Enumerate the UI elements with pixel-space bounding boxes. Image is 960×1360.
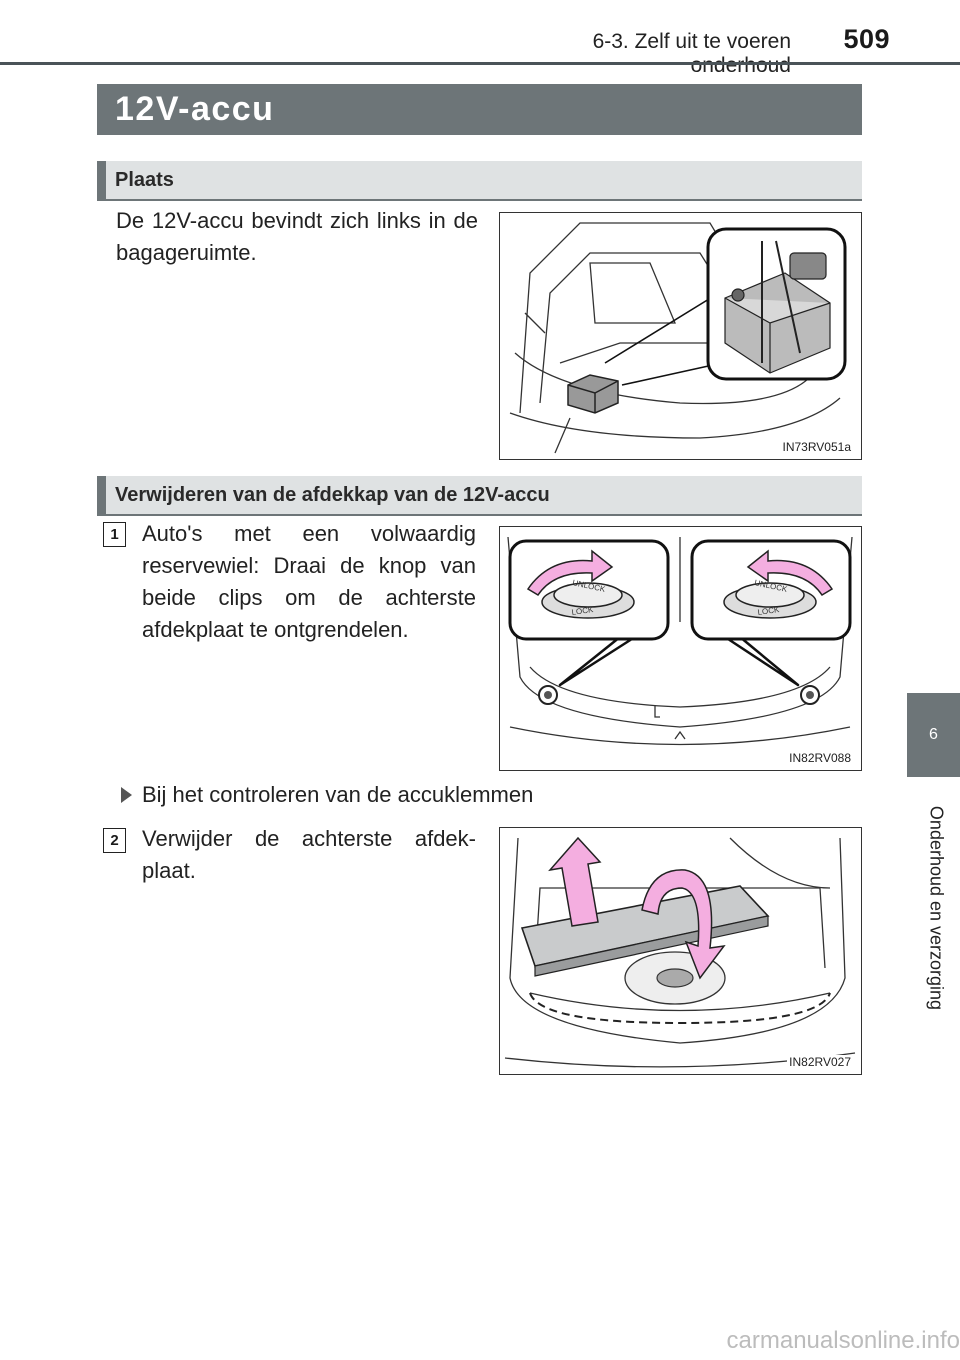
section-heading-text: Verwijderen van de afdekkap van de 12V-a…	[115, 484, 550, 506]
remove-cover-illustration	[504, 836, 856, 1068]
figure-code: IN73RV051a	[780, 440, 853, 454]
section-heading-marker	[97, 161, 106, 199]
figure-code: IN82RV027	[787, 1055, 853, 1069]
step-number-1: 1	[103, 522, 126, 547]
page-number: 509	[843, 24, 890, 54]
knob-label-lock: LOCK	[757, 605, 780, 617]
battery-location-illustration	[509, 222, 847, 454]
figure-clip-unlock: UNLOCK LOCK UNLOCK LOCK IN82RV088	[499, 526, 862, 771]
bullet-note: Bij het controleren van de accuklemmen	[121, 782, 533, 808]
header-rule	[0, 62, 960, 65]
figure-battery-location: IN73RV051a	[499, 212, 862, 460]
section-heading-cover-removal: Verwijderen van de afdekkap van de 12V-a…	[97, 476, 862, 516]
rotate-arrow-icon	[746, 549, 834, 597]
chapter-label: Onderhoud en verzorging	[924, 785, 948, 1031]
bullet-text: Bij het controleren van de accuklemmen	[142, 782, 534, 807]
step-2-text: Verwijder de achterste afdek-plaat.	[142, 826, 476, 883]
page-title: 12V-accu	[115, 90, 275, 128]
section-heading-text: Plaats	[115, 169, 174, 191]
battery-location-text: De 12V-accu bevindt zich links in de bag…	[116, 208, 478, 265]
section-heading-marker	[97, 476, 106, 514]
figure-remove-cover: IN82RV027	[499, 827, 862, 1075]
chapter-number: 6	[929, 726, 938, 743]
clip-unlock-illustration: UNLOCK LOCK UNLOCK LOCK	[507, 536, 853, 746]
section-header: 6-3. Zelf uit te voeren onderhoud	[592, 30, 791, 77]
step-1-text: Auto's met een volwaardig reservewiel: D…	[142, 521, 476, 642]
knob-label-lock: LOCK	[571, 605, 594, 617]
triangle-bullet-icon	[121, 787, 132, 803]
page-title-bar: 12V-accu	[97, 84, 862, 135]
chapter-label-text: Onderhoud en verzorging	[926, 805, 947, 1011]
lift-arrow-icon	[548, 836, 602, 927]
section-heading-plaats: Plaats	[97, 161, 862, 201]
chapter-tab: 6	[907, 693, 960, 777]
step-number-2: 2	[103, 828, 126, 853]
watermark: carmanualsonline.info	[726, 1327, 960, 1354]
figure-code: IN82RV088	[787, 751, 853, 765]
flip-arrow-icon	[641, 869, 726, 980]
rotate-arrow-icon	[526, 549, 614, 597]
